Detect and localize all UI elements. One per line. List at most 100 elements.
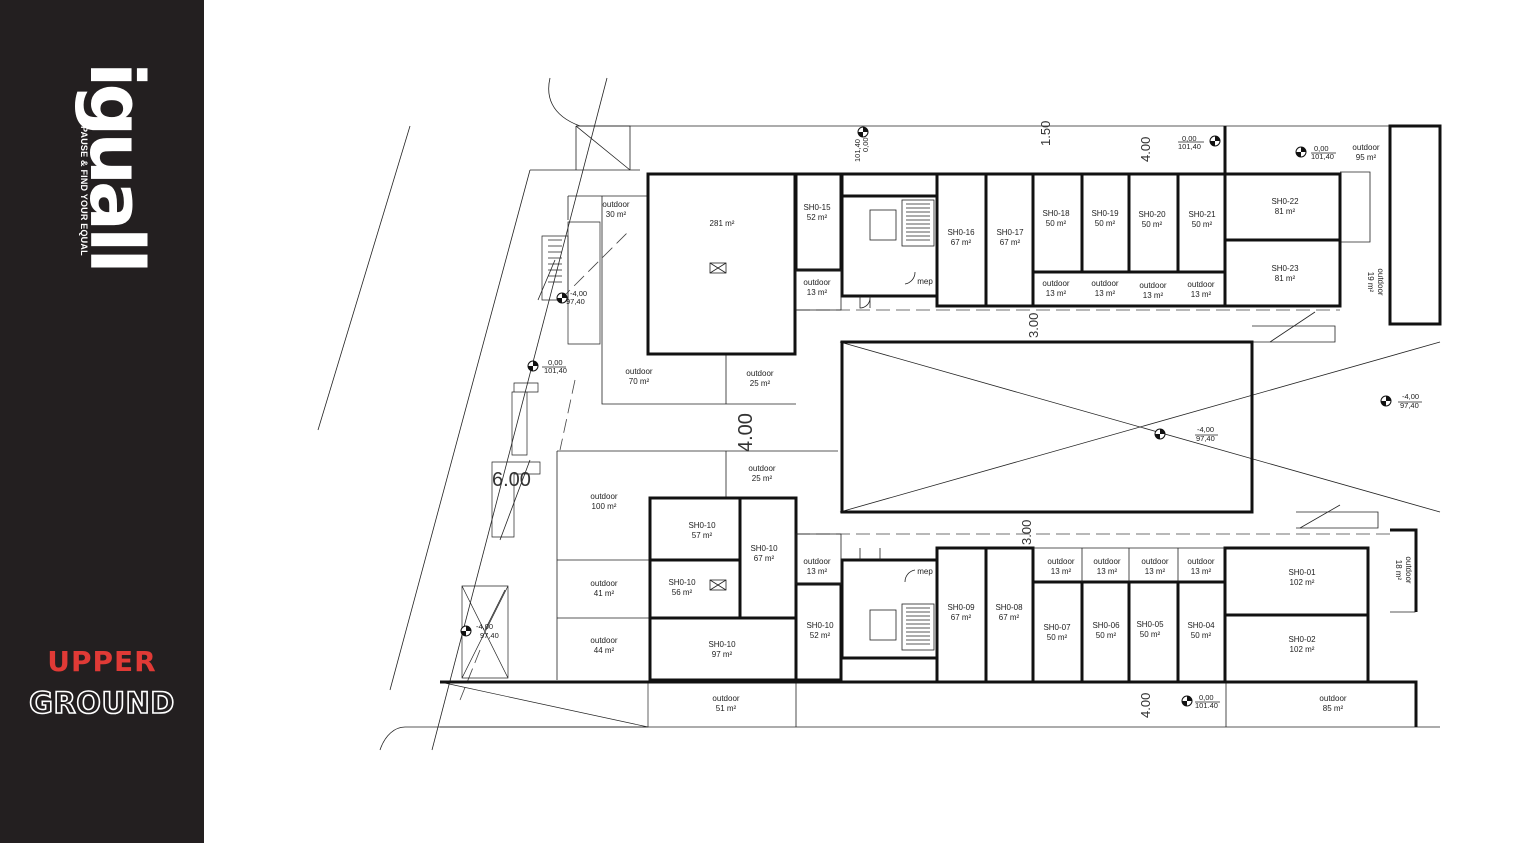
outdoor-area: 44 m² — [594, 646, 615, 655]
outdoor-label: outdoor — [712, 694, 739, 703]
brand-tagline: PAUSE & FIND YOUR EQUAL — [79, 126, 89, 256]
outdoor-label: outdoor — [1187, 280, 1214, 289]
unit-area: 56 m² — [672, 588, 693, 597]
site-lines — [317, 77, 1441, 751]
unit-name: SH0-17 — [996, 228, 1024, 237]
outdoor-label: outdoor — [1376, 268, 1385, 295]
level-97: 97,40 — [480, 631, 499, 640]
outdoor-label: outdoor — [1139, 281, 1166, 290]
level-0: 0,00 — [548, 358, 563, 367]
outdoor-label: outdoor — [1093, 557, 1120, 566]
outdoor-label: outdoor — [1047, 557, 1074, 566]
dimension-3-00: 3.00 — [1019, 520, 1034, 545]
unit-area: 50 m² — [1046, 219, 1067, 228]
dimension-4-00-large: 4.00 — [735, 413, 757, 452]
unit-area: 102 m² — [1290, 645, 1315, 654]
outdoor-label: outdoor — [1141, 557, 1168, 566]
unit-area: 67 m² — [754, 554, 775, 563]
outdoor-label: outdoor — [1042, 279, 1069, 288]
outdoor-label: outdoor — [1352, 143, 1379, 152]
unit-area: 52 m² — [807, 213, 828, 222]
unit-name: SH0-20 — [1138, 210, 1166, 219]
outdoor-label: outdoor — [1187, 557, 1214, 566]
unit-name: SH0-08 — [995, 603, 1023, 612]
unit-name: SH0-10 — [750, 544, 778, 553]
level-0: 0,00 — [1182, 134, 1197, 143]
outdoor-label: outdoor — [590, 579, 617, 588]
outdoor-area: 13 m² — [1191, 567, 1212, 576]
unit-name: SH0-02 — [1288, 635, 1316, 644]
unit-area: 97 m² — [712, 650, 733, 659]
outdoor-area: 25 m² — [750, 379, 771, 388]
unit-name: SH0-22 — [1271, 197, 1299, 206]
outdoor-area: 70 m² — [629, 377, 650, 386]
unit-area: 50 m² — [1095, 219, 1116, 228]
dashed-lines — [459, 229, 1390, 701]
outdoor-label: outdoor — [803, 557, 830, 566]
floor-title-ground: GROUND — [28, 685, 175, 721]
outdoor-area: 100 m² — [592, 502, 617, 511]
unit-area: 102 m² — [1290, 578, 1315, 587]
level-97: 97,40 — [1400, 401, 1419, 410]
unit-name: SH0-04 — [1187, 621, 1215, 630]
outdoor-area: 85 m² — [1323, 704, 1344, 713]
unit-name: SH0-23 — [1271, 264, 1299, 273]
outdoor-label: outdoor — [625, 367, 652, 376]
outdoor-area: 13 m² — [807, 288, 828, 297]
outdoor-area: 13 m² — [807, 567, 828, 576]
level-101: 101.40 — [1195, 701, 1218, 710]
room-labels: 281 m² outdoor 30 m² outdoor 70 m² outdo… — [590, 143, 1413, 713]
unit-area: 50 m² — [1140, 630, 1161, 639]
brand-logo: iguall PAUSE & FIND YOUR EQUAL — [73, 52, 159, 274]
floor-title-upper: UPPER — [47, 645, 157, 678]
unit-area: 50 m² — [1047, 633, 1068, 642]
level-101: 101,40 — [544, 366, 567, 375]
walls — [440, 124, 1442, 727]
level-0: 0,00 — [1199, 693, 1214, 702]
dimension-4-00: 4.00 — [1138, 137, 1153, 162]
unit-name: SH0-21 — [1188, 210, 1216, 219]
dimension-1-50: 1.50 — [1038, 121, 1053, 146]
level-markers — [460, 126, 1392, 707]
unit-area: 81 m² — [1275, 274, 1296, 283]
level-minus4: -4,00 — [570, 289, 587, 298]
level-minus4: -4,00 — [476, 622, 493, 631]
outdoor-label: outdoor — [803, 278, 830, 287]
unit-area: 50 m² — [1096, 631, 1117, 640]
outdoor-area: 13 m² — [1095, 289, 1116, 298]
outdoor-label: outdoor — [590, 492, 617, 501]
unit-name: SH0-18 — [1042, 209, 1070, 218]
outdoor-area: 25 m² — [752, 474, 773, 483]
level-101: 101,40 — [1178, 142, 1201, 151]
outdoor-area: 13 m² — [1191, 290, 1212, 299]
unit-name: SH0-10 — [688, 521, 716, 530]
unit-area: 50 m² — [1192, 220, 1213, 229]
level-0: 0,00 — [861, 137, 870, 152]
outdoor-area: 13 m² — [1051, 567, 1072, 576]
outdoor-label: outdoor — [602, 200, 629, 209]
level-labels: 0,00 101,40 0,00 101,40 -4,00 97,40 0,00… — [476, 134, 1419, 710]
outdoor-area: 13 m² — [1143, 291, 1164, 300]
outdoor-area: 51 m² — [716, 704, 737, 713]
unit-area: 57 m² — [692, 531, 713, 540]
outdoor-label: outdoor — [746, 369, 773, 378]
outdoor-area: 41 m² — [594, 589, 615, 598]
unit-area: 67 m² — [951, 238, 972, 247]
outdoor-area: 18 m² — [1394, 560, 1403, 581]
logo-wordmark: iguall — [73, 62, 159, 270]
level-underlines — [542, 141, 1422, 703]
outdoor-label: outdoor — [1091, 279, 1118, 288]
unit-name: SH0-10 — [806, 621, 834, 630]
unit-area: 67 m² — [999, 613, 1020, 622]
level-97: 97,40 — [1196, 434, 1215, 443]
unit-name: SH0-01 — [1288, 568, 1316, 577]
unit-name: SH0-15 — [803, 203, 831, 212]
level-101: 101,40 — [853, 139, 862, 162]
ramp-features — [439, 221, 649, 728]
outdoor-label: outdoor — [1319, 694, 1346, 703]
unit-name: SH0-10 — [668, 578, 696, 587]
unit-name: SH0-16 — [947, 228, 975, 237]
unit-area: 50 m² — [1191, 631, 1212, 640]
unit-area: 67 m² — [1000, 238, 1021, 247]
outdoor-area: 30 m² — [606, 210, 627, 219]
